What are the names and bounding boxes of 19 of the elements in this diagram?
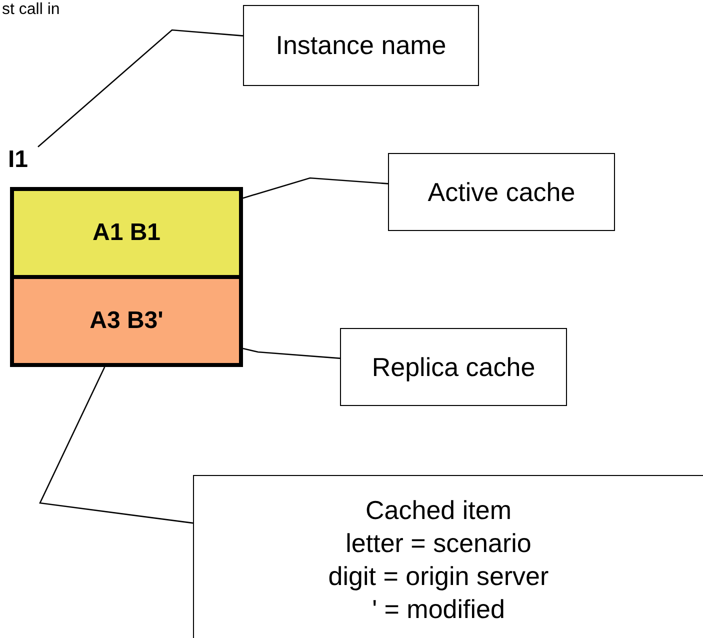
callout-box (243, 5, 479, 86)
node-text: A3 B3' (90, 307, 164, 335)
note-text: st call in (2, 1, 60, 19)
node-text: Active cache (428, 176, 576, 208)
callout-box (388, 153, 615, 231)
legend-note-box (193, 475, 703, 638)
node-text: I1 (8, 146, 28, 174)
leader-line (242, 348, 340, 359)
leader-line (39, 366, 194, 524)
node-text: Replica cache (372, 352, 536, 382)
leader-line (242, 177, 388, 199)
note-heading: Cached item (366, 494, 512, 527)
node-text: ' = modified (372, 593, 505, 626)
node-text: A1 B1 (92, 219, 161, 247)
node-text: digit = origin server (328, 560, 549, 593)
callout-box (340, 328, 567, 406)
node-text: letter = scenario (346, 527, 532, 560)
leader-line (38, 29, 244, 148)
node-text: Instance name (276, 30, 446, 61)
